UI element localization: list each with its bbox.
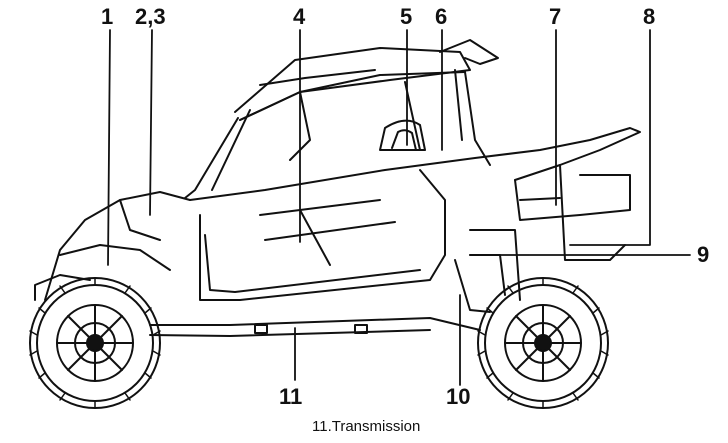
front-wheel	[29, 277, 161, 409]
callout-11: 11	[279, 384, 303, 409]
callout-8: 8	[643, 4, 656, 29]
chassis-floor	[149, 317, 481, 337]
body-door	[189, 127, 641, 301]
windshield	[184, 91, 311, 199]
leader-8	[569, 29, 651, 246]
front-hood	[34, 191, 191, 301]
rear-section	[454, 164, 631, 313]
roof-frame	[234, 39, 499, 121]
callout-10: 10	[446, 384, 471, 409]
callout-7: 7	[549, 4, 562, 29]
callout-6: 6	[435, 4, 448, 29]
callout-4: 4	[293, 4, 306, 29]
leader-1	[107, 29, 111, 266]
callout-5: 5	[400, 4, 413, 29]
leader-lines	[107, 29, 691, 386]
callout-9: 9	[697, 242, 710, 267]
rear-wheel	[477, 277, 609, 409]
caption: 11.Transmission	[312, 418, 421, 435]
leader-2-3	[149, 29, 153, 216]
seat	[379, 119, 426, 151]
callout-2-3: 2,3	[135, 4, 166, 29]
callout-1: 1	[101, 4, 114, 29]
